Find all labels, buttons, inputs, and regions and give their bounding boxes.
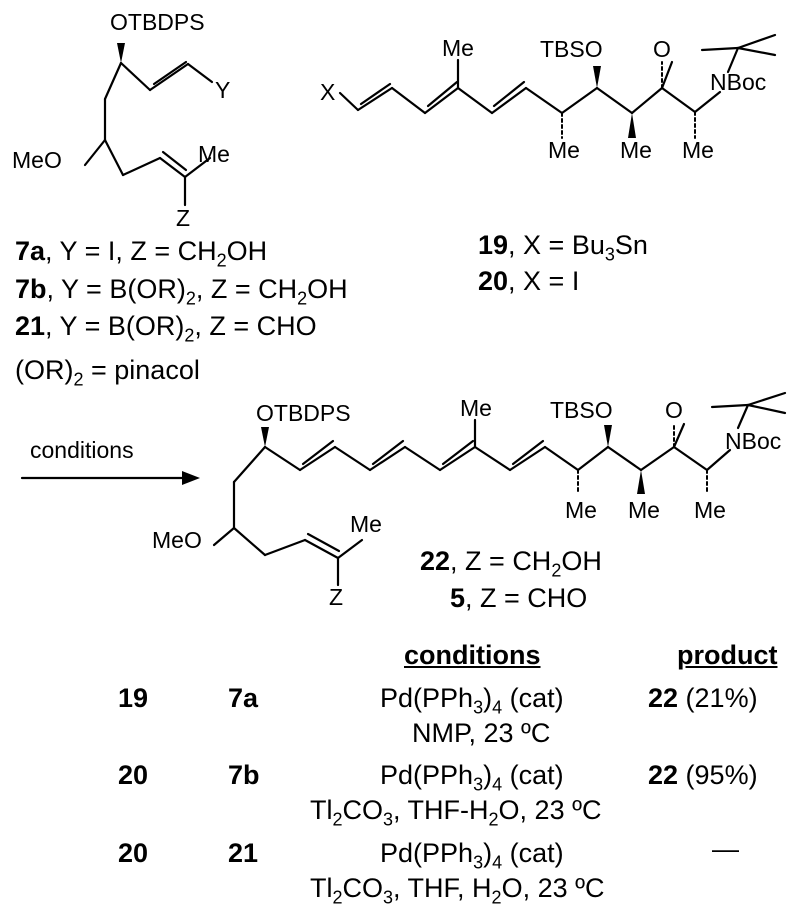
row3-reagent-b: 21 [228,838,259,868]
atom-z-7: Z [176,205,190,231]
label-19: 19, X = Bu3Sn [478,230,648,265]
row3-catalyst: Pd(PPh3)4 (cat) [380,838,564,873]
atom-me-22-c: Me [694,497,726,523]
label-20: 20, X = I [478,266,580,296]
atom-me-a: Me [548,137,580,163]
atom-x: X [320,79,335,105]
atom-me-22-d: Me [350,511,382,537]
row2-product: 22 (95%) [648,760,758,790]
atom-nboc-22: NBoc [725,428,781,454]
atom-o-ring: O [653,36,671,62]
atom-tbso: TBSO [540,36,603,62]
atom-me-22-b: Me [628,497,660,523]
label-21: 21, Y = B(OR)2, Z = CHO [15,311,317,346]
structure-22-5 [212,391,787,587]
atom-z-22: Z [329,584,343,610]
row2-reagent-b: 7b [228,760,260,790]
atom-y: Y [215,77,230,103]
atom-me-b: Me [620,137,652,163]
row3-reagent-a: 20 [118,838,149,868]
label-7a: 7a, Y = I, Z = CH2OH [15,236,268,271]
row1-catalyst: Pd(PPh3)4 (cat) [380,683,564,718]
atom-me-7: Me [198,141,230,167]
row2-conditions: Tl2CO3, THF-H2O, 23 ºC [310,795,602,830]
row3-conditions: Tl2CO3, THF, H2O, 23 ºC [310,873,605,908]
structure-7 [83,60,214,207]
atom-meo-22: MeO [152,527,202,553]
atom-me-22-top: Me [460,395,492,421]
atom-me-top: Me [442,35,474,61]
atom-otbdps-22: OTBDPS [256,400,351,426]
atom-tbso-22: TBSO [550,397,613,423]
atom-meo-7: MeO [12,147,62,173]
label-5: 5, Z = CHO [450,583,588,613]
atom-o-22: O [665,397,683,423]
label-22: 22, Z = CH2OH [420,546,602,581]
table-header-conditions: conditions [404,640,541,670]
row1-reagent-b: 7a [228,683,259,713]
atom-me-22-a: Me [565,497,597,523]
row1-conditions: NMP, 23 ºC [412,718,551,748]
reaction-scheme: OTBDPS Y MeO Me Z X Me TBSO O NBoc Me Me… [12,9,787,610]
atom-nboc: NBoc [710,69,766,95]
atom-me-c: Me [682,137,714,163]
row2-reagent-a: 20 [118,760,149,790]
table-header-product: product [677,640,778,670]
label-pinacol: (OR)2 = pinacol [15,355,200,390]
atom-otbdps-7: OTBDPS [110,9,205,35]
label-7b: 7b, Y = B(OR)2, Z = CH2OH [15,274,348,309]
row1-product: 22 (21%) [648,683,758,713]
row3-product: — [712,834,739,864]
arrow-label: conditions [30,437,134,463]
row1-reagent-a: 19 [118,683,149,713]
row2-catalyst: Pd(PPh3)4 (cat) [380,760,564,795]
structure-19-20 [338,33,777,115]
